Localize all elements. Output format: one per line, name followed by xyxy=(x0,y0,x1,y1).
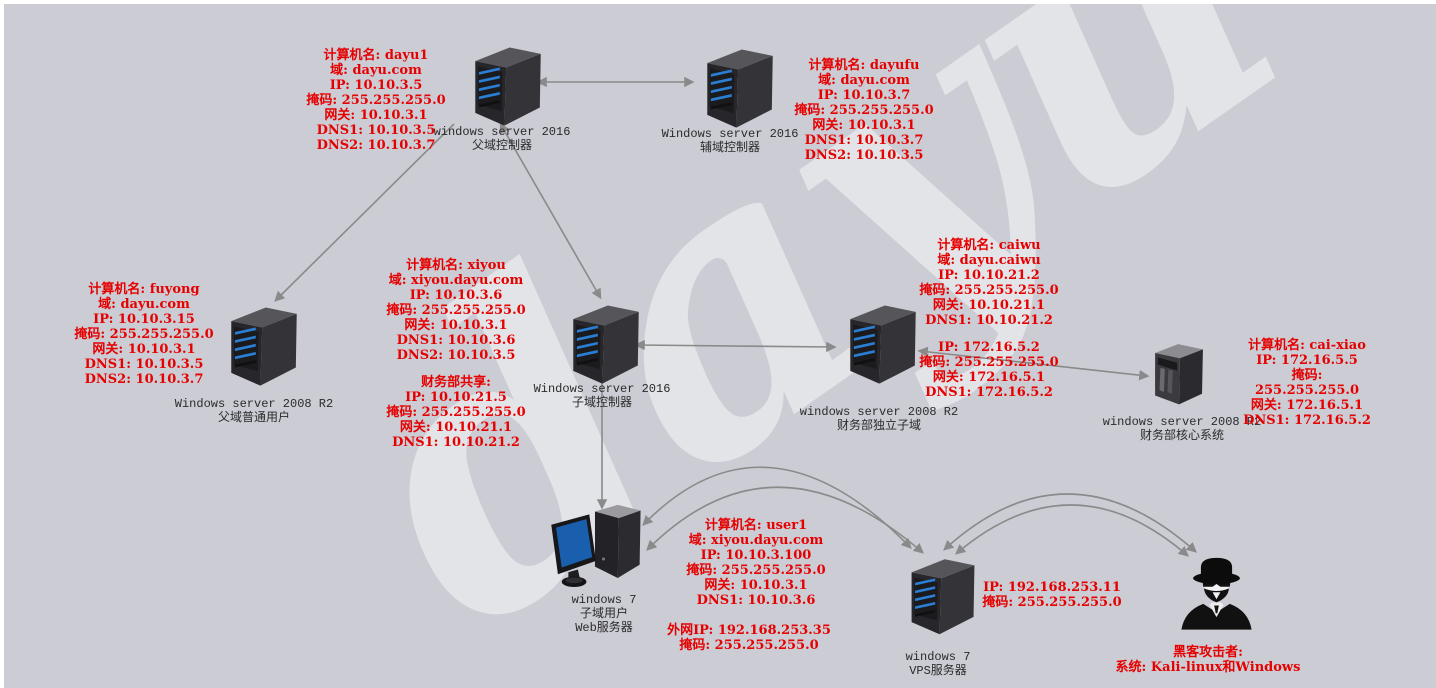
connection-arrows-layer xyxy=(274,76,1197,557)
node-label-aux-dc: Windows server 2016 辅域控制器 xyxy=(661,127,799,155)
info-cai-xiao: 计算机名: cai-xiao IP: 172.16.5.5 掩码: 255.25… xyxy=(1243,338,1371,428)
info-hacker: 黑客攻击者: 系统: Kali-linux和Windows xyxy=(1115,645,1301,675)
info-caiwu: 计算机名: caiwu 域: dayu.caiwu IP: 10.10.21.2… xyxy=(919,238,1059,328)
info-user1: 计算机名: user1 域: xiyou.dayu.com IP: 10.10.… xyxy=(686,518,826,608)
info-dayufu: 计算机名: dayufu 域: dayu.com IP: 10.10.3.7 掩… xyxy=(794,58,934,163)
desktop-tower-icon xyxy=(1148,340,1210,412)
edge-webserver-vps-inner xyxy=(646,486,924,554)
workstation-icon xyxy=(549,502,659,597)
edge-parentdc-childdc xyxy=(499,122,602,300)
node-label-vps: windows 7 VPS服务器 xyxy=(905,650,971,678)
edge-vps-hacker-inner xyxy=(955,504,1189,557)
info-fuyong: 计算机名: fuyong 域: dayu.com IP: 10.10.3.15 … xyxy=(74,282,214,387)
node-label-finance-core: windows server 2008 R2 财务部核心系统 xyxy=(1102,415,1262,443)
info-dayu1: 计算机名: dayu1 域: dayu.com IP: 10.10.3.5 掩码… xyxy=(306,48,446,153)
node-label-web-server: windows 7 子域用户 Web服务器 xyxy=(571,593,637,635)
edge-webserver-vps-outer xyxy=(642,466,912,549)
info-user1-wan: 外网IP: 192.168.253.35 掩码: 255.255.255.0 xyxy=(667,623,831,653)
node-label-finance-subdomain: windows server 2008 R2 财务部独立子域 xyxy=(799,405,959,433)
edge-parentdc-parentuser xyxy=(274,123,455,302)
edge-vps-hacker-outer xyxy=(943,493,1197,553)
info-caiwu-nic2: IP: 172.16.5.2 掩码: 255.255.255.0 网关: 172… xyxy=(919,340,1059,400)
info-vps: IP: 192.168.253.11 掩码: 255.255.255.0 xyxy=(982,580,1122,610)
edge-financesub-financecore xyxy=(917,346,1150,381)
node-label-parent-user: Windows server 2008 R2 父域普通用户 xyxy=(174,397,334,425)
diagram-canvas: dayu windows s xyxy=(4,4,1436,688)
info-xiyou: 计算机名: xiyou 域: xiyou.dayu.com IP: 10.10.… xyxy=(386,258,526,363)
server-tower-icon xyxy=(837,300,929,400)
info-finance-share: 财务部共享: IP: 10.10.21.5 掩码: 255.255.255.0 … xyxy=(386,375,526,450)
hacker-icon xyxy=(1174,554,1259,632)
edge-childdc-financesub xyxy=(634,339,837,353)
server-tower-icon xyxy=(218,302,310,402)
server-tower-icon xyxy=(899,554,987,650)
node-label-child-dc: Windows server 2016 子域控制器 xyxy=(533,382,671,410)
